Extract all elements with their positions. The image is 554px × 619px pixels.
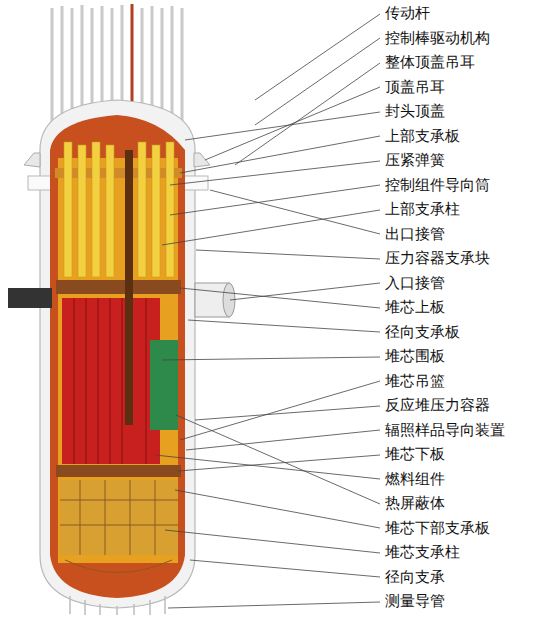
outlet-nozzle — [8, 288, 52, 308]
part-label: 入口接管 — [384, 274, 446, 292]
part-label: 堆芯吊篮 — [384, 372, 446, 390]
vessel-shell — [40, 100, 195, 608]
part-label: 控制棒驱动机构 — [384, 29, 491, 47]
part-label: 传动杆 — [384, 4, 431, 22]
part-label: 燃料组件 — [384, 470, 446, 488]
part-label: 堆芯上板 — [384, 298, 446, 316]
part-label: 测量导管 — [384, 592, 446, 610]
part-label: 堆芯围板 — [384, 347, 446, 365]
part-label: 上部支承柱 — [384, 200, 461, 218]
part-label: 径向支承板 — [384, 323, 461, 341]
lifting-lug — [194, 153, 210, 167]
part-label: 封头顶盖 — [384, 102, 446, 120]
instrument-tubes — [70, 596, 165, 615]
part-label: 热屏蔽体 — [384, 494, 446, 512]
fuel-lines — [74, 298, 146, 464]
part-label: 控制组件导向筒 — [384, 176, 491, 194]
leader-lines — [155, 14, 380, 608]
part-label: 辐照样品导向装置 — [384, 421, 506, 439]
part-label: 堆芯支承柱 — [384, 543, 461, 561]
lower-internals — [60, 480, 178, 555]
lower-lattice — [60, 480, 178, 573]
upper-support-plate — [55, 168, 182, 178]
lifting-lug — [24, 153, 40, 167]
part-label: 反应堆压力容器 — [384, 396, 491, 414]
part-label: 上部支承板 — [384, 127, 461, 145]
guide-tubes — [64, 142, 174, 277]
core-lower-plate — [56, 465, 181, 477]
centre-shaft — [125, 150, 133, 425]
part-label: 压紧弹簧 — [384, 151, 446, 169]
core-upper-plate — [56, 280, 181, 294]
part-label: 堆芯下部支承板 — [384, 519, 491, 537]
fuel-assemblies — [62, 298, 160, 464]
part-label: 压力容器支承块 — [384, 249, 491, 267]
part-label: 整体顶盖吊耳 — [384, 53, 476, 71]
part-label: 出口接管 — [384, 225, 446, 243]
vessel-cutaway — [50, 115, 185, 598]
part-label: 顶盖吊耳 — [384, 78, 446, 96]
part-label: 径向支承 — [384, 568, 446, 586]
part-label: 堆芯下板 — [384, 445, 446, 463]
thermal-shield — [150, 340, 178, 430]
